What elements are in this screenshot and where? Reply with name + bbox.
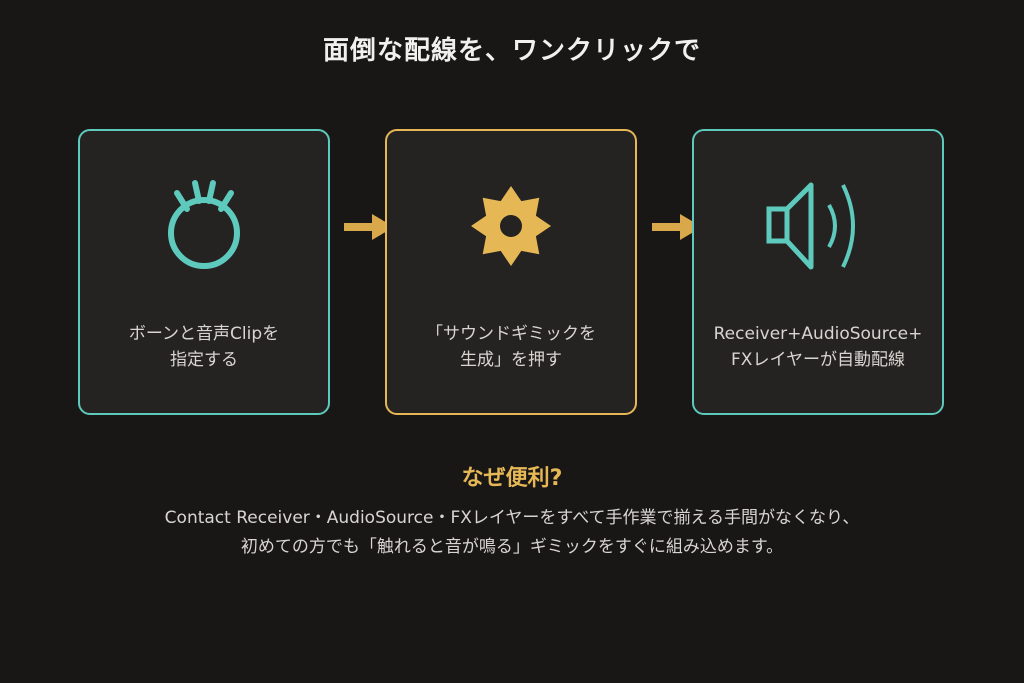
page-title: 面倒な配線を、ワンクリックで <box>322 36 701 66</box>
step-card-bone: ボーンと音声Clipを 指定する <box>78 129 330 415</box>
step-label: Receiver+AudioSource+ FXレイヤーが自動配線 <box>713 324 923 370</box>
step-label: 「サウンドギミックを 生成」を押す <box>426 324 596 370</box>
speaker-icon <box>694 171 942 281</box>
why-heading: なぜ便利? <box>461 466 563 491</box>
gear-icon <box>387 171 635 281</box>
step-card-generate: 「サウンドギミックを 生成」を押す <box>385 129 637 415</box>
arrow-right-icon <box>344 214 394 240</box>
bone-ring-icon <box>80 171 328 281</box>
step-label: ボーンと音声Clipを 指定する <box>128 324 280 370</box>
step-card-autowire: Receiver+AudioSource+ FXレイヤーが自動配線 <box>692 129 944 415</box>
arrow-right-icon <box>652 214 702 240</box>
why-description: Contact Receiver・AudioSource・FXレイヤーをすべて手… <box>164 508 860 557</box>
